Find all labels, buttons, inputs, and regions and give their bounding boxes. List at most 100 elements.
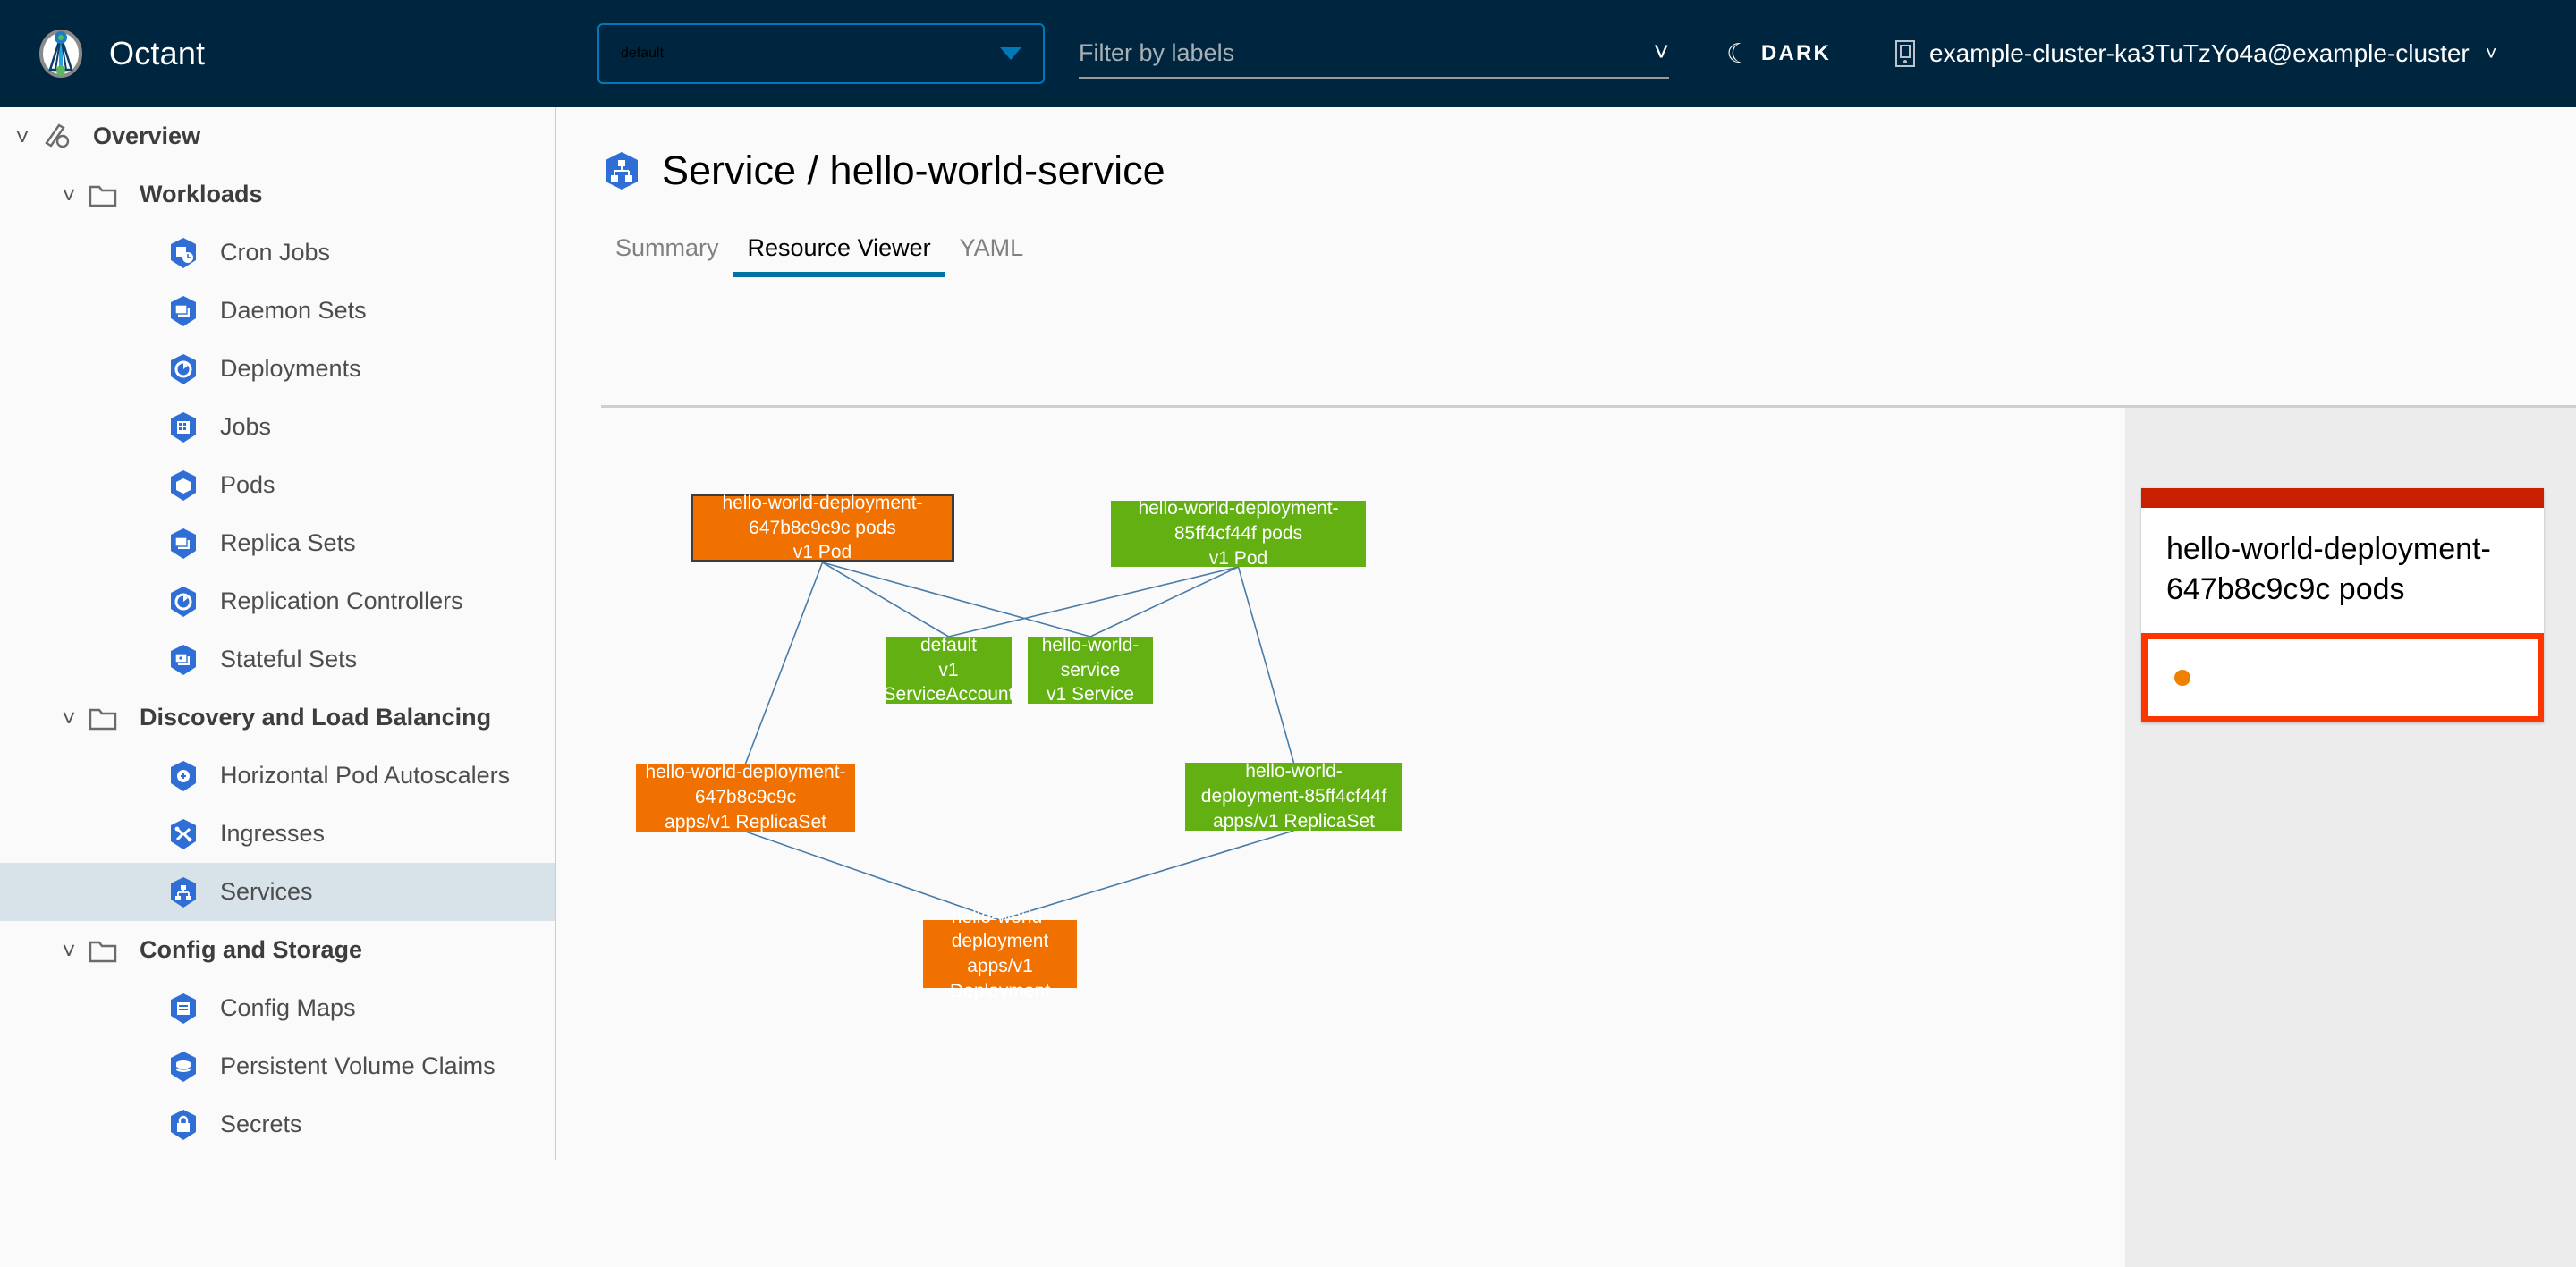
graph-node-name: hello-world-deployment-85ff4cf44f: [1200, 761, 1387, 807]
sidebar-item-cron-jobs[interactable]: Cron Jobs: [0, 224, 555, 282]
graph-edge: [1089, 566, 1239, 638]
service-icon: [601, 150, 642, 191]
resource-graph-edges: [744, 562, 1295, 921]
graph-edge: [822, 562, 1091, 638]
sidebar-item-replica-sets[interactable]: Replica Sets: [0, 514, 555, 572]
job-icon: [166, 410, 200, 444]
caret-down-icon[interactable]: ˅: [62, 704, 76, 731]
caret-down-icon: [1000, 47, 1021, 60]
graph-edge: [948, 566, 1239, 638]
sidebar-item-label: Workloads: [140, 181, 263, 207]
sidebar-item-label: Cron Jobs: [220, 239, 331, 266]
sidebar-item-label: Services: [220, 878, 313, 905]
daemonset-icon: [166, 294, 200, 328]
cluster-name: example-cluster-ka3TuTzYo4a@example-clus…: [1929, 39, 2470, 67]
tab-yaml[interactable]: YAML: [959, 234, 1024, 261]
pvc-icon: [166, 1050, 200, 1084]
graph-node-name: default: [919, 634, 978, 655]
secret-icon: [166, 1108, 200, 1142]
sidebar-item-config-and-storage[interactable]: ˅ Config and Storage: [0, 921, 555, 979]
sidebar-item-config-maps[interactable]: Config Maps: [0, 979, 555, 1037]
sidebar-item-workloads[interactable]: ˅ Workloads: [0, 165, 555, 224]
graph-node-name: hello-world-deployment-647b8c9c9c: [645, 762, 846, 808]
chevron-down-icon[interactable]: ˅: [1653, 38, 1669, 67]
deployment-icon: [166, 352, 200, 386]
rack-server-icon: [1894, 39, 1917, 68]
sidebar-item-label: Secrets: [220, 1111, 302, 1137]
namespace-select[interactable]: default: [597, 23, 1045, 84]
sidebar-item-replication-controllers[interactable]: Replication Controllers: [0, 572, 555, 630]
cronjob-icon: [166, 236, 200, 270]
tab-summary[interactable]: Summary: [615, 234, 719, 261]
octant-logo-icon: [34, 27, 88, 80]
graph-node-name: hello-world-deployment-85ff4cf44f pods: [1138, 498, 1339, 545]
moon-icon: ☾: [1726, 38, 1750, 69]
sidebar-item-persistent-volume-claims[interactable]: Persistent Volume Claims: [0, 1037, 555, 1095]
graph-node-kind: v1 Service: [1046, 684, 1135, 705]
sidebar-item-label: Daemon Sets: [220, 297, 367, 324]
configmap-icon: [166, 992, 200, 1026]
sidebar-item-secrets[interactable]: Secrets: [0, 1095, 555, 1153]
sidebar-item-label: Replica Sets: [220, 529, 356, 556]
statefulset-icon: [166, 643, 200, 677]
status-dot-icon: [2174, 669, 2190, 686]
tab-bar: Summary Resource Viewer YAML: [601, 228, 2576, 277]
sidebar-item-services[interactable]: Services: [0, 863, 555, 921]
sidebar-item-deployments[interactable]: Deployments: [0, 340, 555, 398]
caret-down-icon[interactable]: ˅: [62, 181, 76, 208]
caret-down-icon[interactable]: ˅: [15, 122, 30, 150]
graph-node-name: hello-world-deployment: [951, 906, 1049, 952]
sidebar-item-daemon-sets[interactable]: Daemon Sets: [0, 282, 555, 340]
theme-toggle[interactable]: ☾ DARK: [1726, 38, 1831, 70]
ingress-icon: [166, 817, 200, 851]
detail-card-header-bar: [2141, 488, 2544, 508]
graph-edge: [1237, 566, 1295, 764]
sidebar-item-jobs[interactable]: Jobs: [0, 398, 555, 456]
page-title: Service / hello-world-service: [662, 148, 1165, 193]
detail-card-status-box: [2141, 632, 2544, 722]
replicationcontroller-icon: [166, 585, 200, 619]
sidebar-item-label: Persistent Volume Claims: [220, 1052, 496, 1079]
chevron-down-icon: ˅: [2485, 42, 2497, 64]
sidebar-item-pods[interactable]: Pods: [0, 456, 555, 514]
page-header: Service / hello-world-service: [558, 107, 2576, 194]
resource-viewer: hello-world-deployment-647b8c9c9c pods v1…: [601, 408, 2576, 1267]
sidebar-item-label: Discovery and Load Balancing: [140, 704, 492, 731]
folder-icon: [86, 178, 120, 212]
detail-card[interactable]: hello-world-deployment-647b8c9c9c pods: [2141, 488, 2544, 722]
tab-resource-viewer[interactable]: Resource Viewer: [733, 234, 945, 277]
sidebar-item-label: Overview: [93, 122, 201, 149]
caret-down-icon[interactable]: ˅: [62, 936, 76, 964]
sidebar-item-label: Horizontal Pod Autoscalers: [220, 762, 511, 789]
graph-node-sa[interactable]: default v1 ServiceAccount: [883, 635, 1014, 705]
main-content: Service / hello-world-service Summary Res…: [558, 107, 2576, 1267]
service-icon: [166, 875, 200, 909]
label-filter-input[interactable]: Filter by labels ˅: [1079, 29, 1669, 79]
brand[interactable]: Octant: [0, 27, 556, 80]
sidebar-item-label: Config and Storage: [140, 936, 362, 963]
sidebar-item-label: Replication Controllers: [220, 587, 463, 614]
app-header: Octant default Filter by labels ˅ ☾ DARK…: [0, 0, 2576, 107]
sidebar-item-ingresses[interactable]: Ingresses: [0, 805, 555, 863]
sidebar-item-overview[interactable]: ˅ Overview: [0, 107, 555, 165]
graph-node-kind: v1 Pod: [792, 542, 852, 563]
theme-toggle-label: DARK: [1760, 41, 1832, 65]
detail-panel: hello-world-deployment-647b8c9c9c pods: [2125, 408, 2576, 1267]
namespace-value: default: [621, 46, 665, 61]
graph-node-kind: apps/v1 Deployment: [949, 956, 1051, 1001]
graph-node-kind: apps/v1 ReplicaSet: [665, 811, 826, 832]
graph-node-rs-647[interactable]: hello-world-deployment-647b8c9c9c apps/v1…: [636, 762, 855, 832]
sidebar-item-discovery-and-load-balancing[interactable]: ˅ Discovery and Load Balancing: [0, 688, 555, 747]
graph-node-kind: v1 ServiceAccount: [883, 659, 1014, 705]
pod-icon: [166, 469, 200, 503]
sidebar-item-horizontal-pod-autoscalers[interactable]: Horizontal Pod Autoscalers: [0, 747, 555, 805]
sidebar-item-stateful-sets[interactable]: Stateful Sets: [0, 630, 555, 688]
cluster-selector[interactable]: example-cluster-ka3TuTzYo4a@example-clus…: [1894, 39, 2497, 68]
